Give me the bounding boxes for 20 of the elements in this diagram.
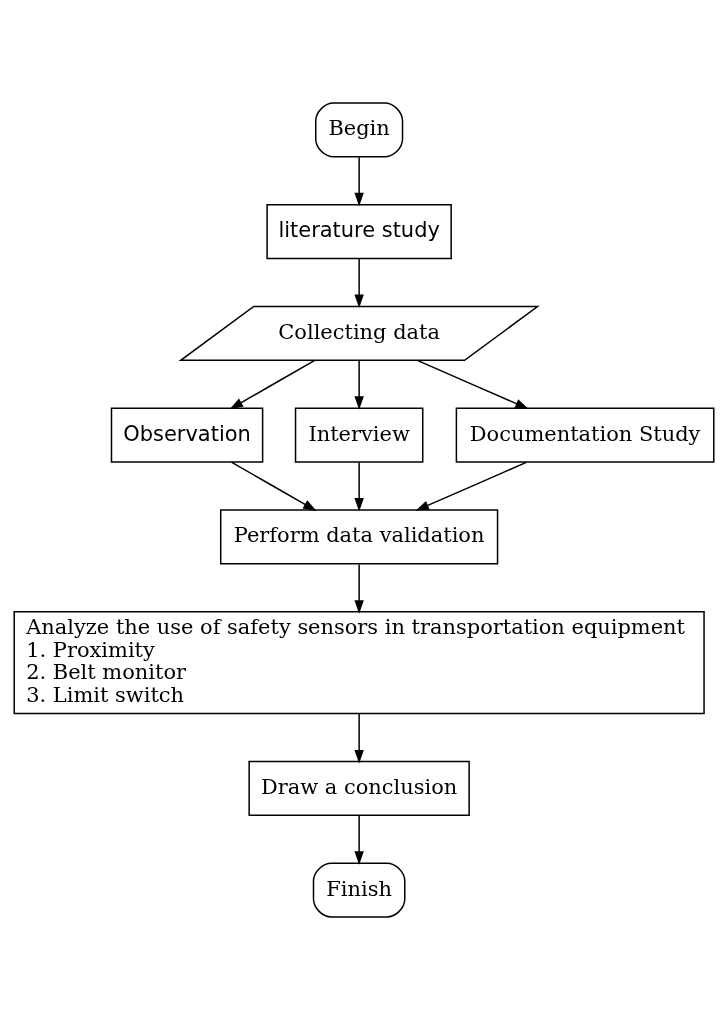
node-box: Documentation Study [455,407,715,463]
arrow [415,461,528,511]
arrow [354,461,364,512]
arrow [354,814,364,865]
node-box: Perform data validation [219,508,499,565]
node-box: Interview [294,407,424,463]
arrow [417,359,529,409]
arrow [354,257,364,308]
arrow [229,359,316,409]
node-box: Begin [315,101,404,158]
node-box: Analyze the use of safety sensors in transportation equipment 1. Proximity 2. Belt monitor 3. Limit switch [13,610,705,714]
node-box: literature study [266,203,452,259]
node-box: Finish [312,861,406,918]
arrow [231,461,317,511]
arrow [354,563,364,614]
arrow [354,359,364,410]
node-box: Observation [110,407,264,463]
arrow [354,712,364,763]
node-box: Draw a conclusion [248,760,470,816]
arrow [354,156,364,206]
